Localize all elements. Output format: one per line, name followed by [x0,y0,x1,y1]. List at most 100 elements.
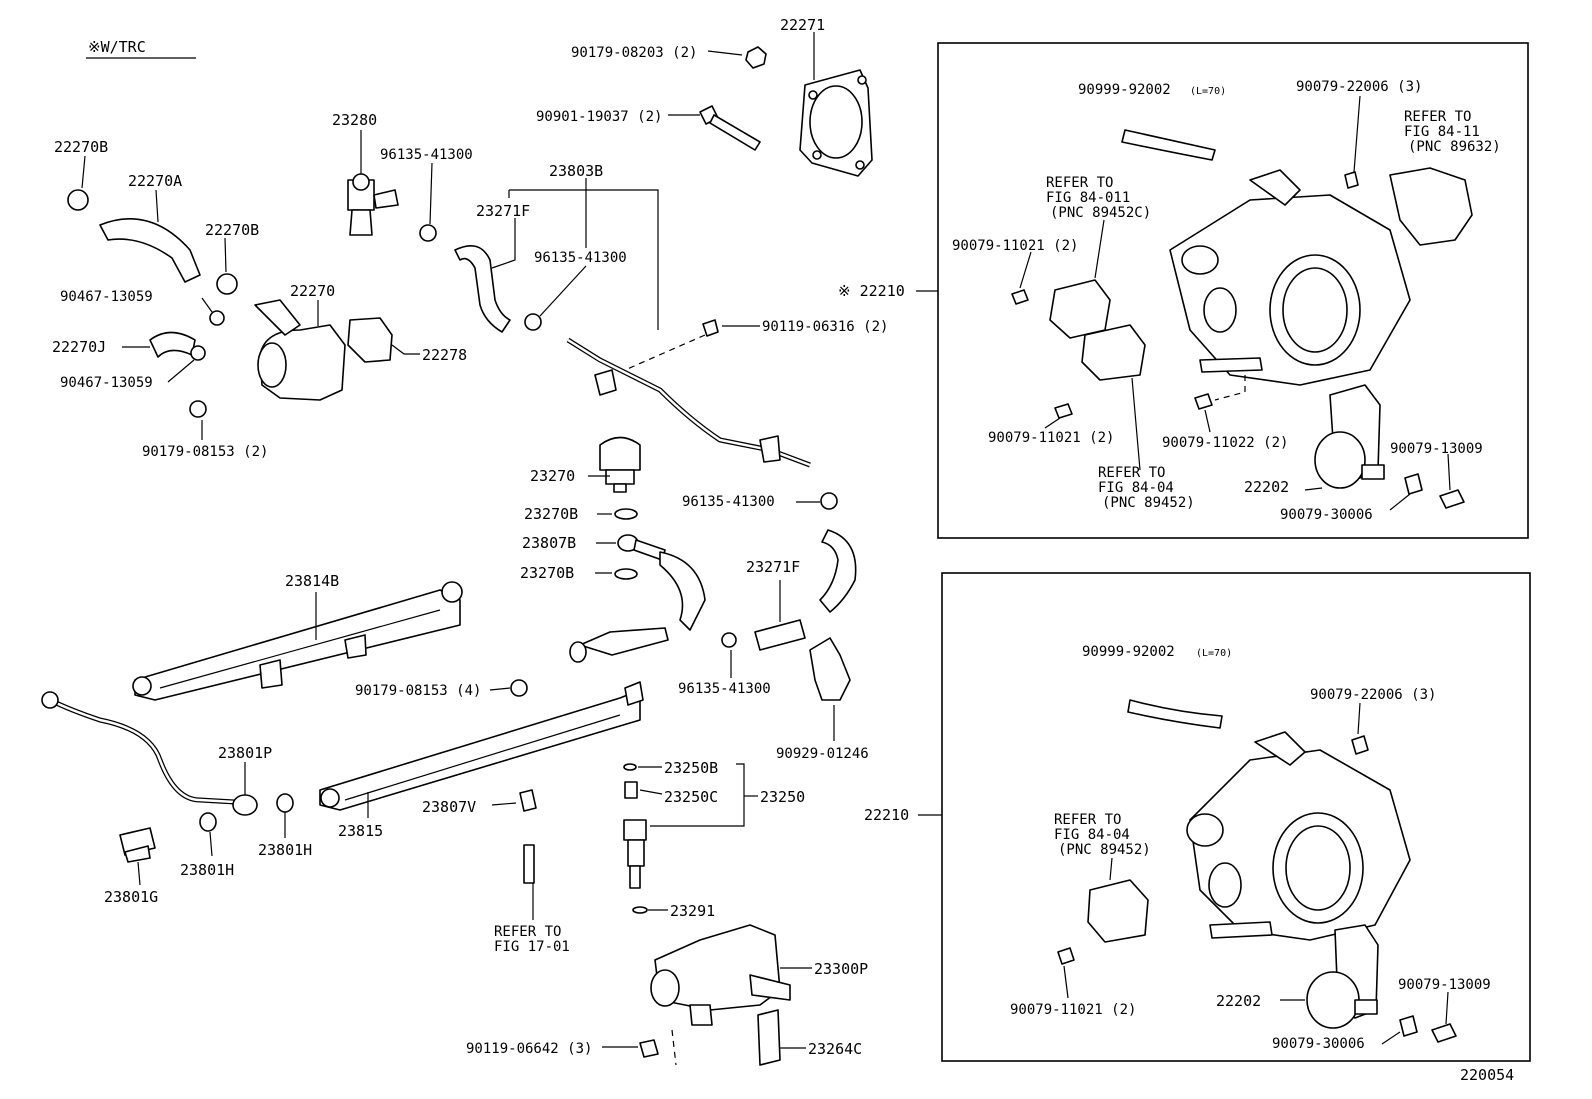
union-bolt-23801G-part [119,827,156,863]
label-23271F-b: 23271F [746,558,800,576]
pipe-23801P-part [41,691,258,816]
clamp-22270B-a-part [67,189,89,211]
label-22270B-b: 22270B [205,221,259,239]
label-22271: 22271 [780,16,825,34]
label-90901-19037: 90901-19037 (2) [536,109,662,125]
lower-screw-22006-label: 90079-22006 (3) [1310,687,1436,703]
leader-lines [81,32,835,1066]
hose-23271F-a-part [454,244,511,333]
hose-23271F-b-part [819,529,857,613]
label-23803B: 23803B [549,162,603,180]
upper-throttle-box: ※ 22210 [838,42,1529,539]
upper-screw-22006-part [1344,171,1359,189]
upper-refer-84-04-line2: FIG 84-04 [1098,480,1174,496]
trc-note-text: ※W/TRC [88,38,146,56]
gasket-22278-part [347,317,393,363]
lower-hose-length: (L=70) [1196,648,1232,659]
lower-screw-13009-part [1431,1023,1457,1043]
clip-96135-41300-b-part [524,313,542,331]
label-23280: 23280 [332,111,377,129]
bracket-23264C-part [757,1009,781,1066]
lower-screw-11021-part [1057,947,1075,965]
label-23801H-b: 23801H [180,861,234,879]
label-90467-13059-b: 90467-13059 [60,375,153,391]
upper-screw-11021-b-part [1054,403,1073,419]
label-23815: 23815 [338,822,383,840]
upper-refer-84-011-line2: FIG 84-011 [1046,190,1130,206]
label-23270B-b: 23270B [520,564,574,582]
upper-refer-84-11-line2: FIG 84-11 [1404,124,1480,140]
upper-refer-84-11-line1: REFER TO [1404,109,1471,125]
upper-refer-84-011-line3: (PNC 89452C) [1050,205,1151,221]
cushion-23250C-part [624,781,638,799]
upper-screw-11022-label: 90079-11022 (2) [1162,435,1288,451]
label-90179-08203: 90179-08203 (2) [571,45,697,61]
hose-90929-01246-part [809,637,851,701]
upper-nut-30006-part [1404,473,1423,495]
nut-90179-08153-b-part [510,679,528,697]
lower-assembly-label: 22210 [864,806,909,824]
upper-throttle-body-part [1169,169,1411,386]
lower-sensor-89452-part [1087,879,1149,943]
upper-sensor-89452-part [1081,324,1146,381]
label-90119-06642: 90119-06642 (3) [466,1041,592,1057]
lower-refer-line2: FIG 84-04 [1054,827,1130,843]
label-22270B-a: 22270B [54,138,108,156]
upper-screw-11022-a-part [1194,393,1213,410]
hose-22270A-part [99,218,201,283]
upper-nut-30006-label: 90079-30006 [1280,507,1373,523]
label-23814B: 23814B [285,572,339,590]
gasket-22271-part [799,69,873,177]
label-96135-41300-b: 96135-41300 [534,250,627,266]
label-23807B: 23807B [522,534,576,552]
upper-hose-part [1121,129,1216,161]
label-23801P: 23801P [218,744,272,762]
label-90179-08153-b: 90179-08153 (4) [355,683,481,699]
upper-hose-length: (L=70) [1190,86,1226,97]
label-90119-06316: 90119-06316 (2) [762,319,888,335]
hose-22270J-part [149,331,196,358]
oring-23291-part [632,906,648,914]
label-23264C: 23264C [808,1040,862,1058]
label-96135-41300-a: 96135-41300 [380,147,473,163]
lower-isc-valve-22202-part [1306,924,1379,1029]
fuel-rail-23815-part [319,681,644,811]
label-23250: 23250 [760,788,805,806]
label-23250B: 23250B [664,759,718,777]
upper-screw-11021-a-part [1011,289,1029,305]
upper-refer-84-11-line3: (PNC 89632) [1408,139,1501,155]
clip-90467-13059-b-part [190,345,206,361]
upper-screw-11021-a-label: 90079-11021 (2) [952,238,1078,254]
label-23801G: 23801G [104,888,158,906]
hose-23271F-c-part [754,619,806,651]
upper-hose-label: 90999-92002 [1078,82,1171,98]
label-23270B-a: 23270B [524,505,578,523]
fuel-rail-23814B-part [132,581,463,701]
upper-sensor-89452c-part [1049,279,1111,339]
label-22270: 22270 [290,282,335,300]
valve-23280-part [347,173,399,236]
label-90467-13059-a: 90467-13059 [60,289,153,305]
upper-screw-13009-part [1439,489,1465,509]
lower-nut-30006-label: 90079-30006 [1272,1036,1365,1052]
upper-screw-22006-label: 90079-22006 (3) [1296,79,1422,95]
label-refer-17-01-line2: FIG 17-01 [494,939,570,955]
gasket-23801H-a-part [276,793,294,813]
air-valve-22270-part [254,299,346,401]
label-refer-17-01-line1: REFER TO [494,924,561,940]
clip-96135-41300-a-part [419,224,437,242]
nut-90179-08153-a-part [189,400,207,418]
label-96135-41300-c: 96135-41300 [682,494,775,510]
labels: 22271 90179-08203 (2) 90901-19037 (2) 23… [52,16,888,1058]
lower-box-frame [941,572,1531,1062]
lower-hose-label: 90999-92002 [1082,644,1175,660]
lower-hose-part [1127,699,1223,729]
upper-screw-11021-b-label: 90079-11021 (2) [988,430,1114,446]
upper-sensor-89632-part [1389,167,1473,246]
lower-throttle-box: 22210 90999-92002 (L=70) 90079 [864,572,1531,1062]
label-23801H-a: 23801H [258,841,312,859]
label-23300P: 23300P [814,960,868,978]
label-90929-01246: 90929-01246 [776,746,869,762]
clip-96135-41300-d-part [721,632,737,648]
